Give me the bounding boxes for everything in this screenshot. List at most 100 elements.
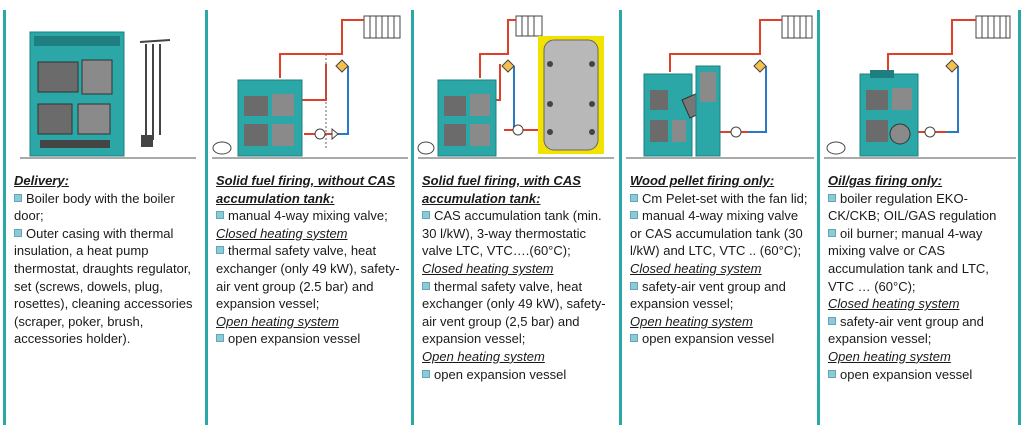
- bullet-icon: [828, 228, 836, 237]
- bullet-icon: [14, 228, 22, 237]
- column-solid-fuel-with-tank: Solid fuel firing, with CAS accumulation…: [414, 0, 619, 425]
- column-delivery: Delivery: Boiler body with the boiler do…: [6, 0, 205, 425]
- solid-fuel-with-tank-figure: [414, 0, 619, 168]
- column-wood-pellet: Wood pellet firing only: Cm Pelet-set wi…: [622, 0, 817, 425]
- bullet-icon: [630, 281, 638, 290]
- column-title: Solid fuel firing, without CAS accumulat…: [216, 173, 396, 206]
- divider: [817, 10, 820, 425]
- bullet-icon: [630, 193, 638, 202]
- list-item: open expansion vessel: [828, 366, 1014, 384]
- bullet-icon: [422, 369, 430, 378]
- section-subtitle: Open heating system: [630, 313, 753, 329]
- bullet-icon: [828, 316, 836, 325]
- list-item: thermal safety valve, heat exchanger (on…: [422, 278, 615, 348]
- list-item-text: safety-air vent group and expansion vess…: [630, 278, 786, 312]
- column-solid-fuel-without-tank: Solid fuel firing, without CAS accumulat…: [208, 0, 411, 425]
- column-text: Oil/gas firing only: boiler regulation E…: [828, 172, 1014, 383]
- mixing-valve-icon: [945, 59, 959, 73]
- bullet-icon: [422, 211, 430, 220]
- list-item-text: open expansion vessel: [228, 331, 361, 347]
- list-item-text: boiler regulation EKO-CK/CKB; OIL/GAS re…: [828, 190, 997, 224]
- expansion-vessel-icon: [417, 141, 435, 155]
- expansion-vessel-icon: [826, 141, 846, 155]
- list-item-text: Boiler body with the boiler door;: [14, 190, 175, 224]
- delivery-figure: [6, 0, 205, 168]
- bullet-icon: [14, 193, 22, 202]
- list-item: thermal safety valve, heat exchanger (on…: [216, 242, 407, 312]
- radiator-icon: [515, 15, 543, 37]
- list-item-text: open expansion vessel: [840, 366, 973, 382]
- radiator-icon: [781, 15, 813, 39]
- accumulation-tank-icon: [538, 36, 604, 154]
- list-item: manual 4-way mixing valve or CAS accumul…: [630, 207, 813, 260]
- boiler-icon: [437, 79, 497, 157]
- oil-gas-figure: [820, 0, 1018, 168]
- bullet-icon: [216, 211, 224, 220]
- pump-icon: [512, 124, 524, 136]
- list-item-text: safety-air vent group and expansion vess…: [828, 313, 984, 347]
- list-item-text: manual 4-way mixing valve or CAS accumul…: [630, 208, 803, 259]
- list-item-text: oil burner; manual 4-way mixing valve or…: [828, 225, 989, 294]
- list-item-text: thermal safety valve, heat exchanger (on…: [216, 243, 400, 312]
- pump-icon: [924, 126, 936, 138]
- boiler-icon: [29, 31, 125, 157]
- list-item: safety-air vent group and expansion vess…: [630, 278, 813, 313]
- list-item-text: open expansion vessel: [434, 366, 567, 382]
- list-item-text: Cm Pelet-set with the fan lid;: [642, 190, 808, 206]
- bullet-icon: [828, 193, 836, 202]
- divider: [3, 10, 6, 425]
- pump-icon: [730, 126, 742, 138]
- list-item-text: CAS accumulation tank (min. 30 l/kW), 3-…: [422, 208, 602, 259]
- list-item: open expansion vessel: [216, 330, 407, 348]
- list-item: Outer casing with thermal insulation, a …: [14, 225, 201, 348]
- list-item: safety-air vent group and expansion vess…: [828, 313, 1014, 348]
- list-item-text: Outer casing with thermal insulation, a …: [14, 225, 193, 347]
- bullet-icon: [422, 281, 430, 290]
- section-subtitle: Open heating system: [828, 348, 951, 364]
- radiator-icon: [975, 15, 1011, 39]
- list-item: oil burner; manual 4-way mixing valve or…: [828, 225, 1014, 295]
- divider: [205, 10, 208, 425]
- solid-fuel-without-tank-figure: [208, 0, 411, 168]
- list-item: boiler regulation EKO-CK/CKB; OIL/GAS re…: [828, 190, 1014, 225]
- list-item: Boiler body with the boiler door;: [14, 190, 201, 225]
- column-text: Solid fuel firing, with CAS accumulation…: [422, 172, 615, 383]
- burner-icon: [889, 123, 911, 145]
- list-item: CAS accumulation tank (min. 30 l/kW), 3-…: [422, 207, 615, 260]
- section-subtitle: Closed heating system: [422, 260, 554, 276]
- column-text: Delivery: Boiler body with the boiler do…: [14, 172, 201, 348]
- column-title: Wood pellet firing only:: [630, 173, 775, 188]
- list-item: open expansion vessel: [630, 330, 813, 348]
- column-title: Delivery:: [14, 173, 69, 188]
- column-text: Wood pellet firing only: Cm Pelet-set wi…: [630, 172, 813, 348]
- divider: [411, 10, 414, 425]
- bullet-icon: [630, 211, 638, 220]
- boiler-icon: [859, 70, 919, 157]
- column-title: Oil/gas firing only:: [828, 173, 943, 188]
- list-item-text: open expansion vessel: [642, 331, 775, 347]
- column-title: Solid fuel firing, with CAS accumulation…: [422, 173, 581, 206]
- bullet-icon: [828, 369, 836, 378]
- bullet-icon: [216, 334, 224, 343]
- section-subtitle: Closed heating system: [630, 260, 762, 276]
- list-item: Cm Pelet-set with the fan lid;: [630, 190, 813, 208]
- list-item-text: thermal safety valve, heat exchanger (on…: [422, 278, 606, 347]
- boiler-icon: [643, 73, 693, 157]
- column-oil-gas: Oil/gas firing only: boiler regulation E…: [820, 0, 1018, 425]
- pellet-set-icon: [681, 65, 721, 157]
- column-text: Solid fuel firing, without CAS accumulat…: [216, 172, 407, 348]
- bullet-icon: [216, 246, 224, 255]
- list-item-text: manual 4-way mixing valve;: [228, 208, 388, 224]
- list-item: manual 4-way mixing valve;: [216, 207, 407, 225]
- section-subtitle: Closed heating system: [828, 296, 960, 312]
- mixing-valve-icon: [753, 59, 767, 73]
- section-subtitle: Open heating system: [422, 348, 545, 364]
- tool-holder-icon: [139, 39, 171, 147]
- boiler-icon: [237, 79, 303, 157]
- radiator-icon: [363, 15, 401, 39]
- mixing-valve-icon: [335, 59, 349, 73]
- divider: [619, 10, 622, 425]
- section-subtitle: Open heating system: [216, 313, 339, 329]
- expansion-vessel-icon: [212, 141, 232, 155]
